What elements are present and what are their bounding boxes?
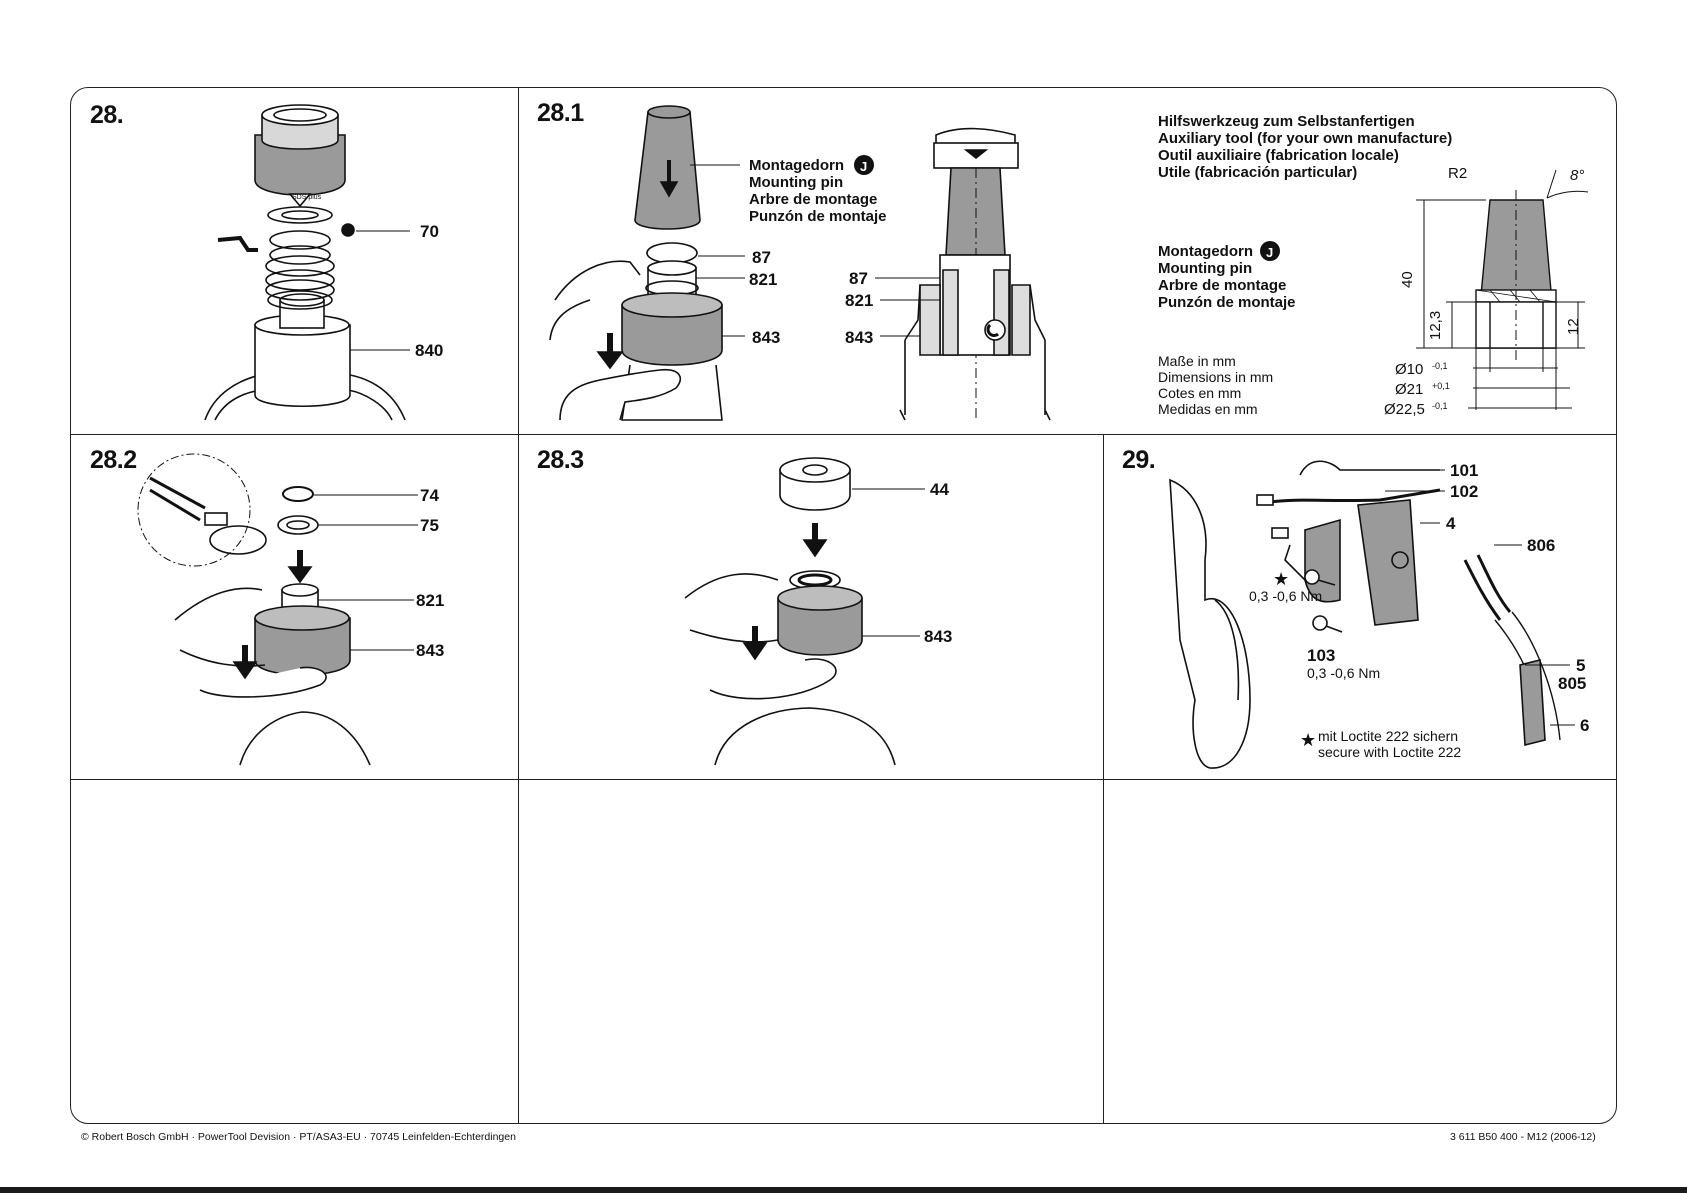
dim-r2: R2 xyxy=(1448,165,1467,182)
panel-29-drawing xyxy=(1169,460,1575,769)
dim-dia-21-tol: +0,1 xyxy=(1432,381,1450,391)
torque-value-1: 0,3 -0,6 Nm xyxy=(1249,588,1322,604)
tool-dimension-drawing xyxy=(1416,169,1589,410)
panel-29-label-102: 102 xyxy=(1450,482,1478,501)
panel-28-1-cross-section xyxy=(875,127,1051,421)
panel-28-3-label-843: 843 xyxy=(924,627,952,646)
panel-28-2-label-74: 74 xyxy=(420,486,439,505)
dim-dia-21: Ø21 xyxy=(1395,381,1423,398)
loctite-note-de: mit Loctite 222 sichern xyxy=(1318,728,1458,744)
panel-29-label-5: 5 xyxy=(1576,656,1585,675)
step-28-1-number: 28.1 xyxy=(537,99,584,127)
panel-28-2-label-843: 843 xyxy=(416,641,444,660)
units-es: Medidas en mm xyxy=(1158,401,1258,417)
dim-12: 12 xyxy=(1565,318,1582,335)
panel-29-label-806: 806 xyxy=(1527,536,1555,555)
panel-29-label-4: 4 xyxy=(1446,514,1456,533)
row-divider-1 xyxy=(71,434,1616,435)
footer-copyright: © Robert Bosch GmbH · PowerTool Devision… xyxy=(81,1131,516,1143)
tool-title-block: Hilfswerkzeug zum Selbstanfertigen Auxil… xyxy=(1158,113,1452,181)
tool-pin-label-es: Punzón de montaje xyxy=(1158,294,1296,311)
pin-badge-letter: J xyxy=(860,159,867,174)
tool-title-de: Hilfswerkzeug zum Selbstanfertigen xyxy=(1158,113,1415,130)
tool-title-es: Utile (fabricación particular) xyxy=(1158,164,1357,181)
torque-star-icon: ★ xyxy=(1273,569,1289,589)
panel-28-2-drawing xyxy=(137,453,418,766)
panel-28-2-label-75: 75 xyxy=(420,516,439,535)
dim-40: 40 xyxy=(1399,271,1416,288)
dim-dia-22-5-tol: -0,1 xyxy=(1432,401,1448,411)
panel-28-2-label-821: 821 xyxy=(416,591,444,610)
panel-28-3-label-44: 44 xyxy=(930,480,949,499)
tool-pin-badge-icon xyxy=(1260,241,1280,261)
loctite-star-icon: ★ xyxy=(1300,730,1316,750)
section-label-821: 821 xyxy=(845,291,873,310)
panel-28-1-drawing xyxy=(549,105,745,421)
panel-29-label-103: 103 xyxy=(1307,646,1335,665)
dim-dia-10: Ø10 xyxy=(1395,361,1423,378)
step-28-2-number: 28.2 xyxy=(90,446,137,474)
step-29-number: 29. xyxy=(1122,446,1156,474)
panel-28-1-label-821: 821 xyxy=(749,270,777,289)
panel-29-label-805: 805 xyxy=(1558,674,1586,693)
column-divider-2 xyxy=(1103,434,1104,1123)
loctite-note-en: secure with Loctite 222 xyxy=(1318,744,1461,760)
tool-pin-label-en: Mounting pin xyxy=(1158,260,1252,277)
row-divider-2 xyxy=(71,779,1616,780)
page-bottom-edge xyxy=(0,1187,1687,1193)
pin-label-es: Punzón de montaje xyxy=(749,208,887,225)
tool-pin-label-de: Montagedorn xyxy=(1158,243,1253,260)
page-frame xyxy=(70,87,1617,1124)
panel-28-3-drawing xyxy=(684,457,925,766)
units-fr: Cotes en mm xyxy=(1158,385,1241,401)
torque-value-2: 0,3 -0,6 Nm xyxy=(1307,665,1380,681)
units-en: Dimensions in mm xyxy=(1158,369,1273,385)
footer-document-number: 3 611 B50 400 - M12 (2006-12) xyxy=(1450,1131,1596,1143)
panel-29-label-101: 101 xyxy=(1450,461,1478,480)
dim-angle: 8° xyxy=(1570,167,1584,184)
section-label-87: 87 xyxy=(849,269,868,288)
dim-dia-10-tol: -0,1 xyxy=(1432,361,1448,371)
step-28-3-number: 28.3 xyxy=(537,446,584,474)
panel-28-drawing xyxy=(204,104,410,421)
units-de: Maße in mm xyxy=(1158,353,1236,369)
panel-28-1-label-87: 87 xyxy=(752,248,771,267)
tool-title-fr: Outil auxiliaire (fabrication locale) xyxy=(1158,147,1399,164)
tool-units: Maße in mm Dimensions in mm Cotes en mm … xyxy=(1158,353,1273,417)
panel-28-label-840: 840 xyxy=(415,341,443,360)
tool-title-en: Auxiliary tool (for your own manufacture… xyxy=(1158,130,1452,147)
pin-label-en: Mounting pin xyxy=(749,174,843,191)
section-label-843: 843 xyxy=(845,328,873,347)
panel-28-1-label-843: 843 xyxy=(752,328,780,347)
panel-28-label-70: 70 xyxy=(420,222,439,241)
panel-28-1-pin-labels: Montagedorn J Mounting pin Arbre de mont… xyxy=(749,155,887,225)
pin-badge-icon xyxy=(854,155,874,175)
dim-12-3: 12,3 xyxy=(1427,311,1444,340)
tool-pin-label-fr: Arbre de montage xyxy=(1158,277,1286,294)
pin-label-fr: Arbre de montage xyxy=(749,191,877,208)
column-divider-1 xyxy=(518,88,519,1123)
step-28-number: 28. xyxy=(90,101,124,129)
panel-28-collar-text: SDS plus xyxy=(292,194,322,201)
tool-pin-badge-letter: J xyxy=(1266,245,1273,260)
tool-pin-labels: Montagedorn J Mounting pin Arbre de mont… xyxy=(1158,241,1296,311)
pin-label-de: Montagedorn xyxy=(749,157,844,174)
panel-29-label-6: 6 xyxy=(1580,716,1589,735)
dim-dia-22-5: Ø22,5 xyxy=(1384,401,1425,418)
